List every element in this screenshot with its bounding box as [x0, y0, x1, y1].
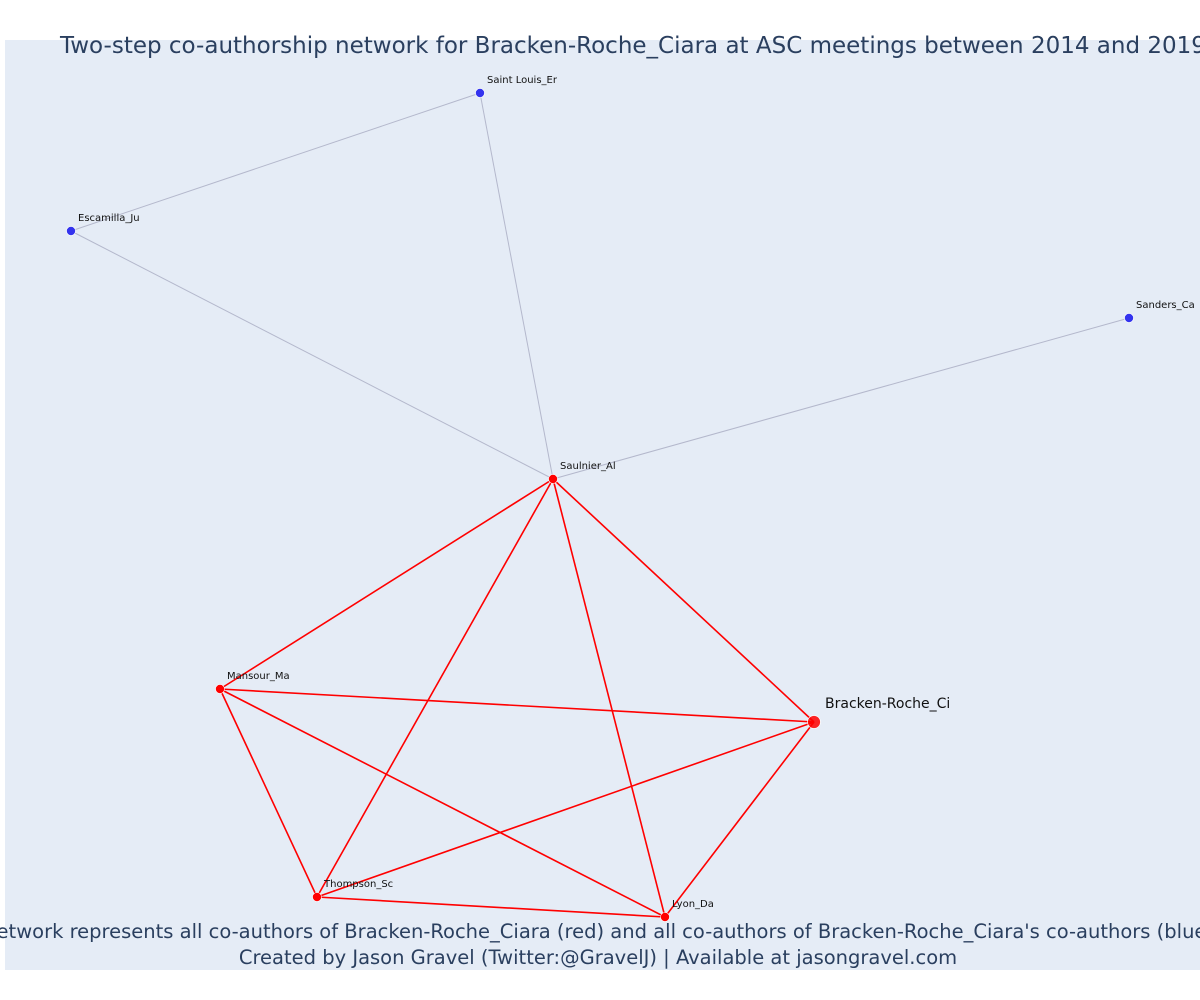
- edge-thompson-lyon: [316, 896, 666, 918]
- node-marker-saulnier[interactable]: [548, 474, 558, 484]
- node-sanders[interactable]: Sanders_Ca: [1124, 300, 1195, 323]
- edge-sanders-saulnier: [552, 317, 1130, 480]
- node-label-mansour: Mansour_Ma: [227, 671, 290, 682]
- edge-thompson-bracken: [316, 721, 815, 898]
- node-lyon[interactable]: Lyon_Da: [660, 899, 714, 922]
- node-label-saint_louis: Saint Louis_Er: [487, 75, 558, 86]
- edge-mansour-thompson: [219, 688, 318, 898]
- nodes-layer: Saint Louis_ErEscamilla_JuSanders_CaSaul…: [66, 75, 1195, 922]
- node-marker-sanders[interactable]: [1124, 313, 1134, 323]
- edge-mansour-bracken: [219, 688, 815, 723]
- node-label-lyon: Lyon_Da: [672, 899, 714, 910]
- node-saulnier[interactable]: Saulnier_Al: [548, 461, 616, 484]
- edge-saulnier-mansour: [219, 478, 554, 690]
- node-label-saulnier: Saulnier_Al: [560, 461, 616, 472]
- edges-layer: [70, 92, 1130, 918]
- edge-escamilla-saulnier: [70, 230, 554, 480]
- edge-saulnier-bracken: [552, 478, 815, 723]
- chart-title: Two-step co-authorship network for Brack…: [59, 33, 1200, 59]
- edge-saint_louis-escamilla: [70, 92, 481, 232]
- node-label-thompson: Thompson_Sc: [323, 879, 393, 890]
- node-mansour[interactable]: Mansour_Ma: [215, 671, 290, 694]
- footer-line-1: Network represents all co-authors of Bra…: [0, 920, 1200, 943]
- edge-saulnier-lyon: [552, 478, 666, 918]
- edge-saulnier-thompson: [316, 478, 554, 898]
- node-marker-thompson[interactable]: [312, 892, 322, 902]
- node-thompson[interactable]: Thompson_Sc: [312, 879, 394, 902]
- footer-line-2: Created by Jason Gravel (Twitter:@Gravel…: [239, 946, 957, 969]
- node-escamilla[interactable]: Escamilla_Ju: [66, 213, 140, 236]
- node-marker-escamilla[interactable]: [66, 226, 76, 236]
- node-marker-mansour[interactable]: [215, 684, 225, 694]
- node-saint_louis[interactable]: Saint Louis_Er: [475, 75, 558, 98]
- node-label-escamilla: Escamilla_Ju: [78, 213, 140, 224]
- node-label-sanders: Sanders_Ca: [1136, 300, 1195, 311]
- node-marker-lyon[interactable]: [660, 912, 670, 922]
- edge-mansour-lyon: [219, 688, 666, 918]
- node-bracken[interactable]: Bracken-Roche_Ci: [807, 696, 951, 729]
- plot-area: [5, 40, 1200, 970]
- edge-saint_louis-saulnier: [479, 92, 554, 480]
- node-label-bracken: Bracken-Roche_Ci: [825, 696, 950, 712]
- node-marker-saint_louis[interactable]: [475, 88, 485, 98]
- edge-lyon-bracken: [664, 721, 815, 918]
- node-marker-bracken[interactable]: [807, 715, 821, 729]
